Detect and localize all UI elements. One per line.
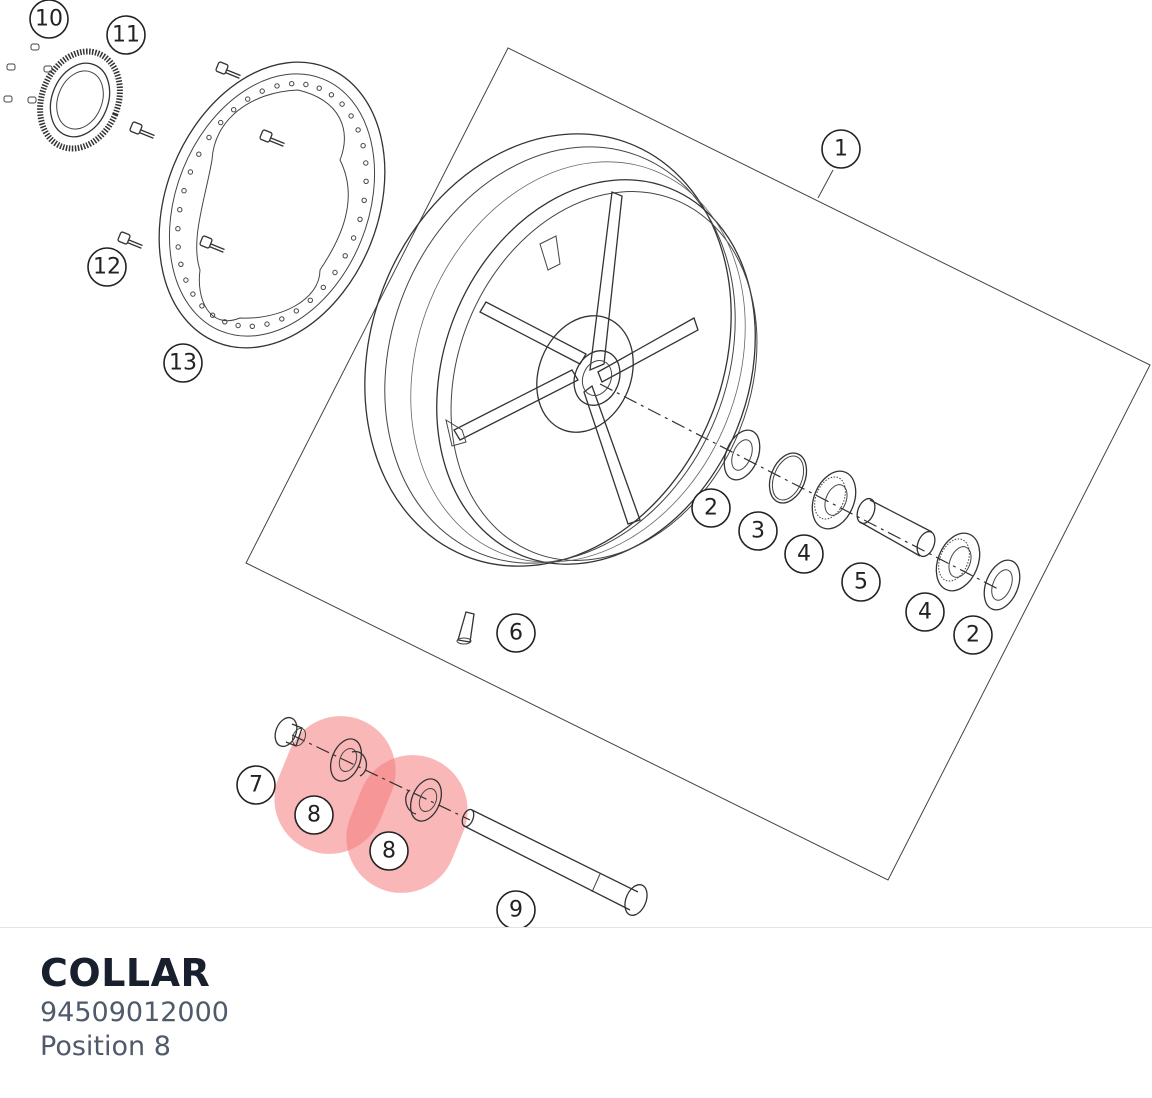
disc-hole	[235, 322, 241, 329]
disc-hole	[181, 188, 187, 194]
disc-hole	[342, 253, 348, 259]
disc-hole	[360, 143, 366, 149]
disc-hole	[183, 277, 189, 283]
disc-hole	[218, 119, 224, 126]
position-label-text: 2	[704, 496, 718, 521]
spacer-right[interactable]	[977, 555, 1026, 615]
disc-hole	[222, 319, 228, 325]
position-label-11[interactable]: 11	[106, 15, 146, 55]
position-label-text: 7	[249, 773, 263, 798]
part-position: Position 8	[40, 1031, 171, 1062]
disc-hole	[350, 235, 357, 241]
position-label-text: 5	[854, 570, 868, 595]
disc-hole	[177, 207, 183, 213]
brake-disc[interactable]	[118, 28, 425, 382]
sensor-ring[interactable]	[26, 39, 134, 160]
position-label-text: 4	[918, 600, 932, 625]
disc-hole	[249, 323, 256, 329]
position-label-8b[interactable]: 8	[369, 831, 409, 871]
position-label-text: 11	[112, 23, 140, 48]
position-label-text: 13	[169, 351, 197, 376]
disc-hole	[289, 81, 295, 87]
wheel-axle[interactable]	[460, 808, 651, 919]
position-label-2a[interactable]: 2	[691, 488, 731, 528]
axle-cap[interactable]	[271, 714, 308, 749]
position-label-text: 8	[307, 803, 321, 828]
position-label-6[interactable]: 6	[496, 613, 536, 653]
position-label-text: 1	[834, 137, 848, 162]
position-label-text: 8	[382, 839, 396, 864]
position-label-4b[interactable]: 4	[905, 592, 945, 632]
disc-hole	[209, 312, 216, 318]
position-label-text: 3	[751, 519, 765, 544]
disc-hole	[199, 303, 205, 309]
bearing-right[interactable]	[928, 527, 988, 598]
disc-hole	[187, 169, 194, 175]
disc-hole	[357, 216, 363, 223]
disc-hole	[279, 316, 285, 322]
disc-hole	[196, 151, 202, 157]
disc-hole	[206, 134, 212, 141]
highlight-position-8	[274, 716, 468, 893]
disc-hole	[339, 101, 345, 107]
distance-sleeve[interactable]	[854, 496, 939, 559]
disc-hole	[231, 107, 237, 113]
disc-hole	[361, 197, 367, 204]
position-label-3[interactable]: 3	[738, 511, 778, 551]
disc-hole	[178, 261, 184, 267]
position-label-10[interactable]: 10	[29, 0, 69, 39]
disc-hole	[328, 92, 335, 98]
disc-hole	[320, 284, 326, 291]
disc-hole	[175, 244, 181, 250]
disc-hole	[307, 297, 313, 303]
position-label-1[interactable]: 1	[821, 129, 861, 169]
part-info-panel: COLLAR 94509012000 Position 8	[40, 950, 229, 1064]
disc-hole	[293, 308, 299, 314]
assembly-frame	[245, 47, 1151, 881]
position-label-text: 4	[797, 542, 811, 567]
disc-hole	[332, 269, 338, 276]
disc-hole	[316, 85, 322, 91]
position-label-4a[interactable]: 4	[784, 534, 824, 574]
wheel-axis-line	[599, 383, 1001, 591]
disc-hole	[363, 160, 369, 166]
divider	[0, 927, 1152, 928]
disc-hole	[264, 321, 270, 327]
position-label-8a[interactable]: 8	[294, 795, 334, 835]
axle-axis-line	[291, 734, 471, 821]
disc-hole	[190, 291, 196, 297]
circlip[interactable]	[762, 448, 813, 509]
disc-hole	[363, 178, 369, 185]
position-label-text: 2	[966, 623, 980, 648]
disc-hole	[355, 127, 361, 133]
rim[interactable]	[302, 78, 811, 622]
position-label-13[interactable]: 13	[163, 343, 203, 383]
spacer-left[interactable]	[717, 425, 766, 485]
position-label-12[interactable]: 12	[87, 247, 127, 287]
disc-hole	[303, 81, 309, 88]
part-name: COLLAR	[40, 951, 211, 995]
position-label-2b[interactable]: 2	[953, 615, 993, 655]
position-label-text: 6	[509, 621, 523, 646]
disc-hole	[245, 96, 251, 102]
tire-valve[interactable]	[456, 611, 475, 645]
collar-right[interactable]	[405, 774, 447, 825]
disc-hole	[348, 113, 354, 119]
disc-hole	[259, 88, 265, 94]
disc-hole	[274, 83, 280, 89]
position-label-text: 12	[93, 255, 121, 280]
position-label-9[interactable]: 9	[496, 890, 536, 928]
position-label-5[interactable]: 5	[841, 562, 881, 602]
ring-screws[interactable]	[3, 43, 53, 104]
bearing-left[interactable]	[804, 465, 864, 536]
position-label-7[interactable]: 7	[236, 765, 276, 805]
part-number: 94509012000	[40, 997, 229, 1028]
position-label-text: 9	[509, 898, 523, 923]
disc-bolts[interactable]	[117, 61, 286, 254]
collar-left[interactable]	[325, 734, 368, 785]
position-label-text: 10	[35, 7, 63, 32]
disc-hole	[175, 226, 181, 232]
